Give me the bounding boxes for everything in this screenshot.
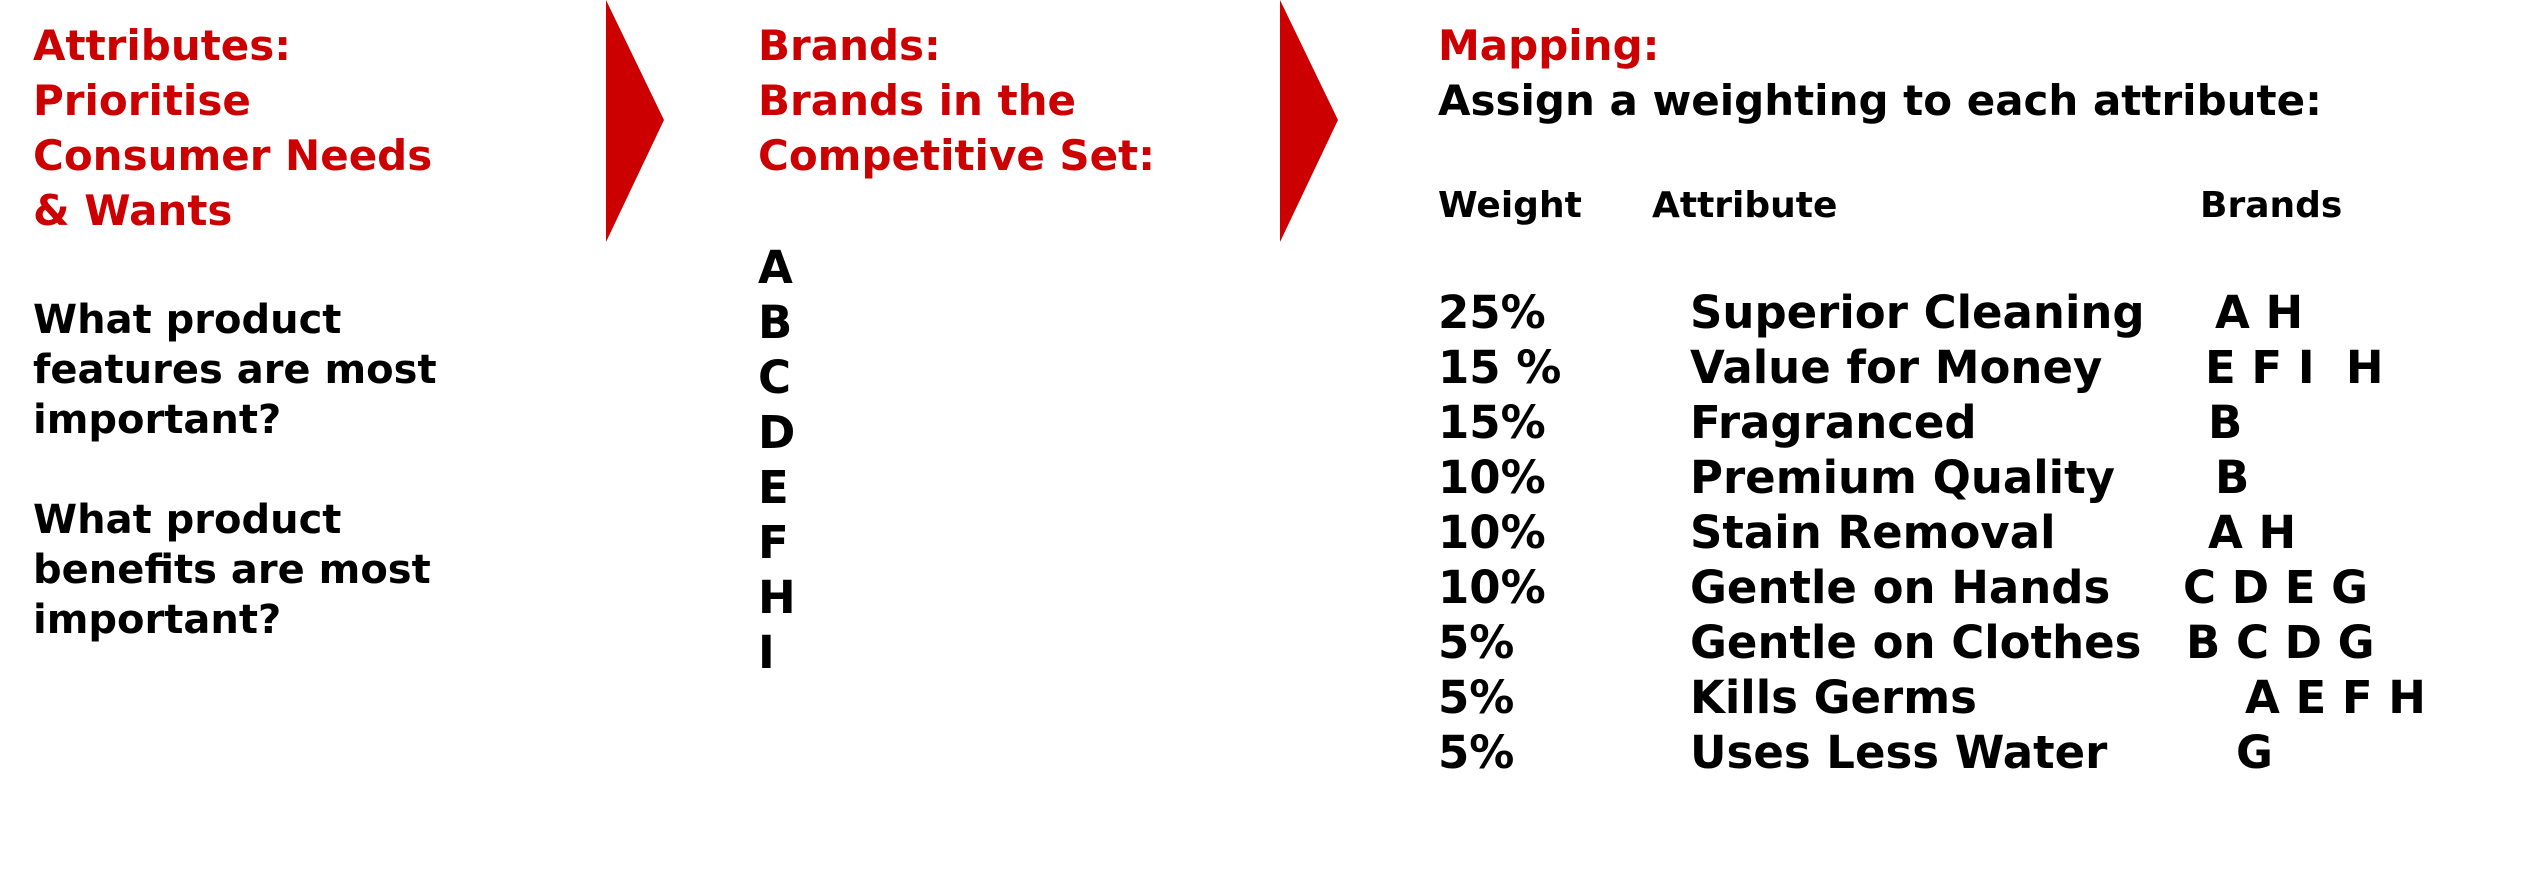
benefits-question-line-2: benefits are most	[33, 547, 431, 593]
attribute-cell: Premium Quality	[1690, 451, 2115, 504]
brand-letter: A	[758, 241, 793, 294]
mapping-heading: Mapping:	[1438, 21, 1660, 70]
attributes-heading-line-3: Consumer Needs	[33, 131, 433, 180]
attribute-column-header: Attribute	[1652, 185, 1838, 226]
brand-letter: F	[758, 516, 789, 569]
weight-column-header: Weight	[1438, 185, 1582, 226]
brand-letter: E	[758, 461, 789, 514]
features-question-line-3: important?	[33, 397, 282, 443]
weight-cell: 5%	[1438, 671, 1515, 724]
benefits-question-line-3: important?	[33, 597, 282, 643]
attribute-cell: Kills Germs	[1690, 671, 1977, 724]
brands-column-header: Brands	[2200, 185, 2343, 226]
brands-heading-line-1: Brands:	[758, 21, 941, 70]
attribute-cell: Superior Cleaning	[1690, 286, 2145, 339]
brand-letter: I	[758, 626, 775, 679]
brands-heading-line-3: Competitive Set:	[758, 131, 1156, 180]
weight-cell: 10%	[1438, 561, 1546, 614]
brands-cell: A H	[2215, 286, 2304, 339]
brands-cell: B	[2215, 451, 2250, 504]
attribute-cell: Value for Money	[1690, 341, 2103, 394]
features-question-line-2: features are most	[33, 347, 437, 393]
brands-heading-line-2: Brands in the	[758, 76, 1077, 125]
brand-letter: C	[758, 351, 792, 404]
brands-cell: E F I H	[2205, 341, 2384, 394]
weight-cell: 10%	[1438, 451, 1546, 504]
brand-letter: B	[758, 296, 793, 349]
brand-letter: H	[758, 571, 796, 624]
brands-cell: A E F H	[2245, 671, 2426, 724]
brands-cell: B C D G	[2186, 616, 2375, 669]
attribute-cell: Fragranced	[1690, 396, 1977, 449]
brands-cell: G	[2236, 726, 2273, 779]
attribute-cell: Gentle on Clothes	[1690, 616, 2142, 669]
attributes-heading-line-1: Attributes:	[33, 21, 292, 70]
weight-cell: 15 %	[1438, 341, 1562, 394]
attribute-cell: Stain Removal	[1690, 506, 2056, 559]
attribute-cell: Uses Less Water	[1690, 726, 2108, 779]
weight-cell: 5%	[1438, 616, 1515, 669]
benefits-question-line-1: What product	[33, 497, 342, 543]
chevron-right-icon	[606, 0, 664, 242]
brands-cell: B	[2208, 396, 2243, 449]
weight-cell: 25%	[1438, 286, 1546, 339]
attribute-cell: Gentle on Hands	[1690, 561, 2111, 614]
weight-cell: 15%	[1438, 396, 1546, 449]
attributes-heading-line-2: Prioritise	[33, 76, 251, 125]
mapping-subheading: Assign a weighting to each attribute:	[1438, 76, 2322, 125]
brand-letter: D	[758, 406, 796, 459]
weight-cell: 10%	[1438, 506, 1546, 559]
attributes-heading-line-4: & Wants	[33, 186, 233, 235]
chevron-right-icon	[1280, 0, 1338, 242]
brands-cell: A H	[2208, 506, 2297, 559]
weight-cell: 5%	[1438, 726, 1515, 779]
brands-cell: C D E G	[2183, 561, 2369, 614]
features-question-line-1: What product	[33, 297, 342, 343]
